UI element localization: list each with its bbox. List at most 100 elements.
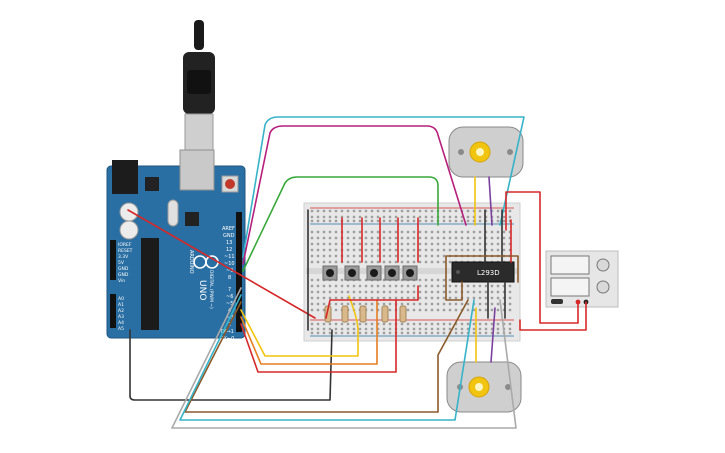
breadboard-hole bbox=[370, 242, 374, 246]
motor-driver-chip[interactable]: L293D bbox=[451, 261, 515, 283]
resistor-4[interactable] bbox=[381, 305, 389, 323]
power-supply[interactable] bbox=[545, 250, 619, 308]
breadboard-hole bbox=[406, 260, 410, 264]
breadboard-hole bbox=[496, 302, 500, 306]
breadboard-hole bbox=[460, 302, 464, 306]
breadboard-hole bbox=[424, 278, 428, 282]
power-label-reset: RESET bbox=[118, 248, 133, 254]
breadboard-hole bbox=[352, 331, 356, 335]
breadboard-hole bbox=[364, 296, 368, 300]
breadboard-hole bbox=[424, 236, 428, 240]
breadboard-hole bbox=[448, 230, 452, 234]
breadboard-hole bbox=[484, 290, 488, 294]
breadboard-hole bbox=[478, 284, 482, 288]
breadboard-hole bbox=[388, 242, 392, 246]
breadboard-hole bbox=[364, 236, 368, 240]
dc-motor-bottom[interactable] bbox=[446, 361, 522, 413]
resistor-5[interactable] bbox=[399, 305, 407, 323]
breadboard-hole bbox=[388, 260, 392, 264]
wire-motor-bottom-purple[interactable] bbox=[490, 307, 496, 363]
current-knob[interactable] bbox=[596, 280, 610, 294]
wire-green-top[interactable] bbox=[242, 176, 439, 272]
breadboard-hole bbox=[406, 215, 410, 219]
wire-red-button[interactable] bbox=[240, 299, 397, 373]
breadboard-hole bbox=[382, 230, 386, 234]
breadboard-hole bbox=[430, 278, 434, 282]
breadboard-hole bbox=[340, 327, 344, 331]
breadboard-hole bbox=[388, 327, 392, 331]
wire-orange-button[interactable] bbox=[240, 299, 378, 365]
breadboard-hole bbox=[490, 308, 494, 312]
breadboard-hole bbox=[490, 284, 494, 288]
wire-brown-loop[interactable] bbox=[184, 299, 469, 413]
pin-label-0: RX←0 bbox=[220, 336, 234, 342]
breadboard-hole bbox=[424, 284, 428, 288]
breadboard-hole bbox=[376, 230, 380, 234]
wire-black-ground[interactable] bbox=[129, 329, 333, 401]
breadboard-hole bbox=[382, 254, 386, 258]
breadboard-hole bbox=[394, 260, 398, 264]
breadboard-hole bbox=[310, 236, 314, 240]
wire-cyan-top[interactable] bbox=[242, 116, 525, 258]
breadboard-hole bbox=[400, 230, 404, 234]
wire-supply-positive[interactable] bbox=[505, 191, 579, 324]
wire-cyan-loop[interactable] bbox=[179, 294, 475, 421]
breadboard-hole bbox=[442, 236, 446, 240]
wire-supply-positive-2[interactable] bbox=[519, 301, 587, 331]
breadboard-hole bbox=[490, 327, 494, 331]
breadboard-hole bbox=[466, 230, 470, 234]
breadboard-hole bbox=[400, 215, 404, 219]
breadboard-hole bbox=[352, 219, 356, 223]
breadboard-hole bbox=[508, 242, 512, 246]
wire-red-5v[interactable] bbox=[127, 209, 316, 319]
breadboard-hole bbox=[406, 296, 410, 300]
motor-bottom-screw-right bbox=[505, 384, 511, 390]
jumper-red-button-row[interactable] bbox=[325, 285, 419, 319]
jumper-brown-chip[interactable] bbox=[445, 255, 519, 301]
wire-motor-top-purple[interactable] bbox=[488, 176, 493, 226]
usb-cable-strain-relief bbox=[194, 20, 204, 50]
resistor-2[interactable] bbox=[341, 305, 349, 323]
dc-motor-top[interactable] bbox=[448, 126, 524, 178]
voltage-knob[interactable] bbox=[596, 258, 610, 272]
breadboard-hole bbox=[394, 215, 398, 219]
breadboard-hole bbox=[370, 322, 374, 326]
breadboard-hole bbox=[316, 260, 320, 264]
breadboard-hole bbox=[496, 284, 500, 288]
breadboard-hole bbox=[346, 331, 350, 335]
breadboard-hole bbox=[394, 230, 398, 234]
power-switch[interactable] bbox=[551, 299, 563, 304]
breadboard-hole bbox=[334, 209, 338, 213]
breadboard-hole bbox=[508, 219, 512, 223]
breadboard-hole bbox=[394, 290, 398, 294]
breadboard-hole bbox=[358, 242, 362, 246]
wire-gray-loop[interactable] bbox=[171, 287, 517, 429]
wire-yellow-button[interactable] bbox=[240, 295, 359, 357]
wire-magenta-top[interactable] bbox=[242, 125, 467, 265]
breadboard-hole bbox=[478, 248, 482, 252]
breadboard-hole bbox=[436, 242, 440, 246]
breadboard-hole bbox=[334, 322, 338, 326]
breadboard-hole bbox=[418, 290, 422, 294]
arduino-uno[interactable]: AREF GND 13 12 ~11 ~10 ~9 8 7 ~6 ~5 4 ~3… bbox=[106, 149, 246, 342]
l293d-body bbox=[451, 261, 515, 283]
breadboard-hole bbox=[496, 308, 500, 312]
breadboard-hole bbox=[484, 327, 488, 331]
usb-cable[interactable] bbox=[183, 20, 215, 153]
breadboard-hole bbox=[502, 302, 506, 306]
breadboard-hole bbox=[334, 284, 338, 288]
breadboard-hole bbox=[442, 327, 446, 331]
breadboard-hole bbox=[322, 331, 326, 335]
breadboard-hole bbox=[370, 302, 374, 306]
breadboard-hole bbox=[322, 236, 326, 240]
breadboard-hole bbox=[412, 230, 416, 234]
breadboard-hole bbox=[358, 327, 362, 331]
breadboard-hole bbox=[352, 254, 356, 258]
resistor-3[interactable] bbox=[359, 305, 367, 323]
breadboard-hole bbox=[364, 209, 368, 213]
breadboard-hole bbox=[376, 215, 380, 219]
breadboard-hole bbox=[322, 230, 326, 234]
breadboard-hole bbox=[352, 209, 356, 213]
breadboard-hole bbox=[310, 322, 314, 326]
